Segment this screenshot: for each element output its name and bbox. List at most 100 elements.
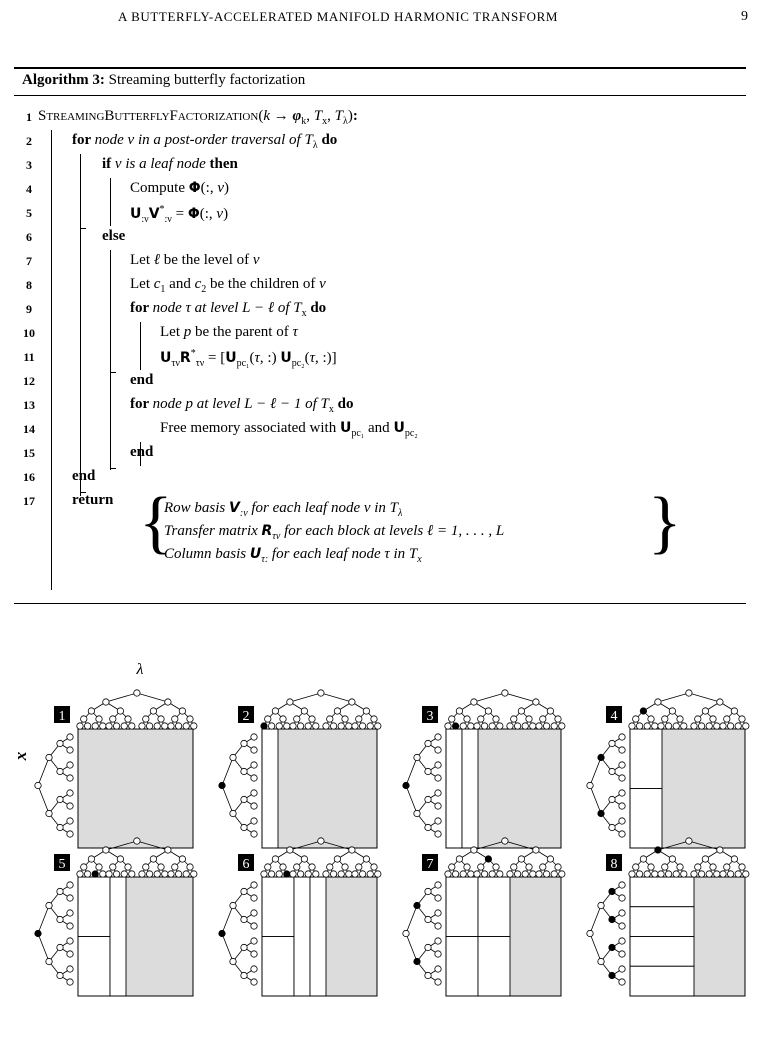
code-token: τ — [254, 350, 260, 366]
panel-badge — [54, 854, 70, 871]
tree-node — [413, 809, 421, 818]
tree-node — [66, 909, 74, 917]
tree-node — [651, 722, 659, 730]
tree-node — [345, 870, 353, 878]
code-token: ν — [217, 180, 224, 196]
tree-node — [293, 715, 301, 723]
code-token: 1 — [160, 284, 166, 295]
block-end-tick — [110, 372, 116, 373]
return-item: Transfer matrix Rτν for each block at le… — [164, 523, 504, 542]
tree-node — [146, 870, 154, 878]
tree-node — [138, 722, 146, 730]
code-token: Let — [160, 324, 184, 340]
tree-node — [473, 722, 481, 730]
tree-node — [271, 855, 279, 863]
code-token: U — [339, 420, 352, 436]
tree-edge — [589, 933, 602, 962]
tree-node — [175, 870, 183, 878]
code-token: c — [153, 276, 161, 292]
tree-node — [444, 870, 452, 878]
tree-node — [730, 707, 739, 715]
code-token: be the parent of — [191, 324, 293, 340]
tree-node — [467, 722, 475, 730]
tree-node — [685, 837, 693, 845]
tree-node — [680, 722, 688, 730]
code-line: Let ℓ be the level of ν — [130, 252, 260, 269]
code-token: U — [160, 350, 172, 366]
active-tree-node — [91, 870, 99, 878]
panel-number: 4 — [611, 709, 618, 724]
block-end-tick — [80, 228, 86, 229]
tree-node — [229, 753, 237, 762]
code-token: and — [364, 420, 394, 436]
tree-node — [267, 870, 276, 878]
tree-node — [109, 715, 117, 723]
code-token: τ — [309, 350, 316, 366]
tree-node — [424, 887, 432, 896]
active-tree-node — [484, 855, 492, 863]
tree-edge — [105, 840, 138, 851]
code-line: Free memory associated with Upc₁ and Upc… — [160, 420, 418, 439]
tree-node — [250, 950, 258, 958]
tree-node — [345, 722, 353, 730]
block-end-tick — [110, 468, 116, 469]
factor-block — [477, 936, 511, 997]
line-number: 10 — [23, 326, 35, 340]
tree-node — [66, 789, 74, 797]
tree-node — [742, 870, 750, 878]
code-token: , — [327, 108, 335, 124]
tree-node — [250, 817, 258, 825]
tree-node — [492, 863, 500, 871]
tree-node — [56, 943, 64, 952]
tree-node — [329, 870, 338, 878]
tree-node — [402, 929, 410, 938]
active-tree-node — [402, 781, 410, 790]
tree-node — [550, 722, 558, 730]
tree-node — [76, 722, 84, 730]
tree-node — [289, 722, 297, 730]
code-token: R — [261, 523, 273, 539]
tree-node — [283, 722, 291, 730]
code-token: for — [72, 132, 95, 148]
tree-node — [153, 722, 161, 730]
tree-node — [586, 781, 594, 790]
tree-node — [240, 887, 248, 896]
tree-node — [271, 707, 279, 715]
tree-node — [76, 870, 84, 878]
code-token: (:, — [199, 206, 217, 222]
code-token: τ — [292, 324, 298, 340]
tree-node — [66, 733, 74, 741]
tree-node — [333, 707, 341, 715]
code-token: ( — [249, 350, 255, 366]
code-token: ( — [258, 108, 264, 124]
tree-node — [554, 715, 562, 723]
code-token: be the children of — [206, 276, 320, 292]
tree-edge — [405, 905, 418, 934]
line-number: 1 — [26, 110, 32, 124]
block-line — [140, 442, 141, 466]
tree-node — [434, 894, 442, 902]
tree-node — [337, 870, 345, 878]
tree-node — [734, 722, 742, 730]
tree-node — [362, 707, 370, 715]
active-tree-node — [597, 753, 605, 762]
tree-node — [723, 863, 731, 871]
lambda-axis-label: λ — [136, 661, 144, 678]
panel-number: 2 — [243, 709, 250, 724]
tree-node — [250, 922, 258, 930]
tree-node — [525, 863, 533, 871]
tree-node — [618, 774, 626, 782]
tree-node — [535, 870, 543, 878]
tree-node — [109, 863, 117, 871]
tree-node — [510, 715, 518, 723]
page-number: 9 — [741, 9, 748, 24]
tree-node — [734, 870, 742, 878]
tree-node — [358, 722, 367, 730]
tree-node — [146, 722, 154, 730]
tree-node — [308, 715, 316, 723]
active-tree-node — [608, 887, 616, 896]
code-line: for node p at level L − ℓ − 1 of Tx do — [130, 396, 353, 415]
code-token: (:, — [200, 180, 218, 196]
tree-node — [501, 837, 509, 845]
code-token: return — [72, 492, 114, 508]
